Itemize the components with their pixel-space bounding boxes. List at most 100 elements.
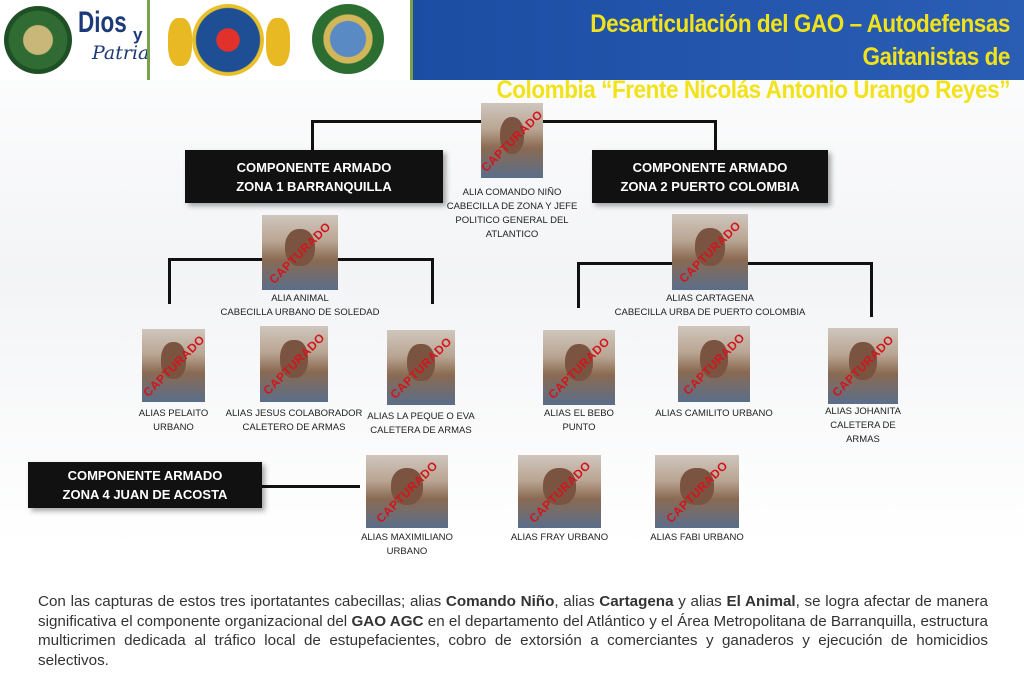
face (699, 339, 729, 378)
logo-y: y (133, 25, 143, 44)
box-line: ZONA 2 PUERTO COLOMBIA (620, 178, 800, 194)
face (284, 228, 316, 266)
face (160, 342, 187, 379)
photo-maximiliano: CAPTURADO (366, 455, 448, 528)
bold-text: El Animal (726, 593, 796, 610)
photo-johanita: CAPTURADO (828, 328, 898, 404)
photo-peque: CAPTURADO (387, 330, 455, 405)
text: , se logra afectar de manera significati… (38, 593, 988, 630)
connector (262, 485, 360, 488)
label-line: ALIAS JOHANITA (825, 406, 901, 417)
face (680, 468, 714, 505)
text: , alias (554, 593, 600, 610)
label-line: ALIAS CARTAGENA (666, 293, 754, 304)
label-line: PUNTO (562, 422, 596, 433)
connector (311, 120, 314, 152)
text: en el departamento del Atlántico y el Ár… (38, 612, 988, 669)
label-fabi: ALIAS FABI URBANO (650, 531, 743, 545)
connector (431, 258, 434, 304)
photo-animal: CAPTURADO (262, 215, 338, 290)
page-title: Desarticulación del GAO – Autodefensas G… (473, 8, 1010, 107)
text: Con las capturas de estos tres iportatan… (38, 593, 446, 610)
box-line: ZONA 1 BARRANQUILLA (236, 178, 392, 194)
label-line: ALIAS PELAITO (138, 408, 209, 419)
label-line: ALIAS EL BEBO (544, 408, 614, 419)
box-line: COMPONENTE ARMADO (236, 159, 392, 175)
label-johanita: ALIAS JOHANITA CALETERA DE ARMAS (825, 405, 901, 447)
label-line: ALIA ANIMAL (271, 293, 329, 304)
box-line: ZONA 4 JUAN DE ACOSTA (62, 487, 228, 502)
label-line: CABECILLA URBA DE PUERTO COLOMBIA (614, 307, 806, 318)
photo-bebo: CAPTURADO (543, 330, 615, 405)
zone-1-box: COMPONENTE ARMADO ZONA 1 BARRANQUILLA (185, 150, 443, 203)
connector (714, 120, 717, 152)
lion-right-icon (266, 18, 290, 66)
label-line: ATLANTICO (485, 229, 539, 240)
logo-dios: Dios (78, 6, 127, 39)
label-camilito: ALIAS CAMILITO URBANO (655, 407, 773, 421)
summary-paragraph: Con las capturas de estos tres iportatan… (38, 592, 988, 670)
label-line: URBANO (386, 546, 428, 557)
connector (338, 258, 434, 261)
label-animal: ALIA ANIMAL CABECILLA URBANO DE SOLEDAD (221, 292, 380, 320)
photo-jesus: CAPTURADO (260, 326, 328, 402)
lion-left-icon (168, 18, 192, 66)
label-fray: ALIAS FRAY URBANO (511, 531, 608, 545)
box-line: COMPONENTE ARMADO (67, 468, 223, 483)
title-line-2: Colombia “Frente Nicolás Antonio Urango … (496, 76, 1011, 104)
box-line: COMPONENTE ARMADO (632, 159, 788, 175)
police-seal-logo (4, 6, 72, 74)
label-line: ALIAS FABI URBANO (650, 532, 744, 543)
connector (748, 262, 873, 265)
label-line: ALIAS JESUS COLABORADOR (225, 408, 363, 419)
face (407, 343, 435, 381)
bold-text: Comando Niño (445, 593, 555, 610)
bold-text: Cartagena (599, 593, 674, 610)
title-line-1: Desarticulación del GAO – Autodefensas G… (590, 10, 1010, 71)
label-line: CALETERA DE ARMAS (370, 425, 472, 436)
face (849, 341, 877, 380)
logo-patria: Patria (92, 42, 150, 64)
zone-2-box: COMPONENTE ARMADO ZONA 2 PUERTO COLOMBIA (592, 150, 828, 203)
label-line: ALIAS FRAY URBANO (510, 532, 609, 543)
bold-text: GAO AGC (351, 612, 424, 630)
face (280, 339, 308, 378)
face (694, 227, 726, 266)
connector (577, 262, 672, 265)
label-peque: ALIAS LA PEQUE O EVA CALETERA DE ARMAS (367, 410, 475, 438)
photo-camilito: CAPTURADO (678, 326, 750, 402)
photo-cartagena: CAPTURADO (672, 214, 748, 290)
label-line: ALIA COMANDO NIÑO (462, 187, 562, 198)
photo-pelaito: CAPTURADO (142, 329, 205, 402)
label-line: CALETERA DE (830, 420, 896, 431)
label-line: URBANO (153, 422, 194, 433)
label-line: POLITICO GENERAL DEL (455, 215, 569, 226)
intelligence-seal-logo (192, 4, 264, 76)
connector (311, 120, 481, 123)
eagle-seal-logo (312, 4, 384, 74)
header-band: Desarticulación del GAO – Autodefensas G… (410, 0, 1024, 104)
connector (543, 120, 717, 123)
divider (147, 0, 150, 80)
text: y alias (673, 593, 727, 610)
face (542, 468, 577, 505)
label-bebo: ALIAS EL BEBO PUNTO (544, 407, 614, 435)
label-line: ALIAS LA PEQUE O EVA (367, 411, 475, 422)
label-line: ALIAS CAMILITO URBANO (655, 408, 773, 419)
label-line: CABECILLA URBANO DE SOLEDAD (220, 307, 380, 318)
connector (168, 258, 171, 304)
photo-nino: CAPTURADO (481, 103, 543, 178)
label-line: ALIAS MAXIMILIANO (361, 532, 453, 543)
photo-fray: CAPTURADO (518, 455, 601, 528)
label-line: CABECILLA DE ZONA Y JEFE (446, 201, 578, 212)
label-nino: ALIA COMANDO NIÑO CABECILLA DE ZONA Y JEF… (447, 186, 578, 242)
label-line: ARMAS (846, 434, 880, 445)
zone-4-box: COMPONENTE ARMADO ZONA 4 JUAN DE ACOSTA (28, 462, 262, 508)
connector (577, 262, 580, 308)
face (499, 116, 525, 154)
face (390, 468, 424, 505)
face (564, 343, 594, 381)
label-maximiliano: ALIAS MAXIMILIANO URBANO (361, 531, 453, 559)
connector (168, 258, 262, 261)
